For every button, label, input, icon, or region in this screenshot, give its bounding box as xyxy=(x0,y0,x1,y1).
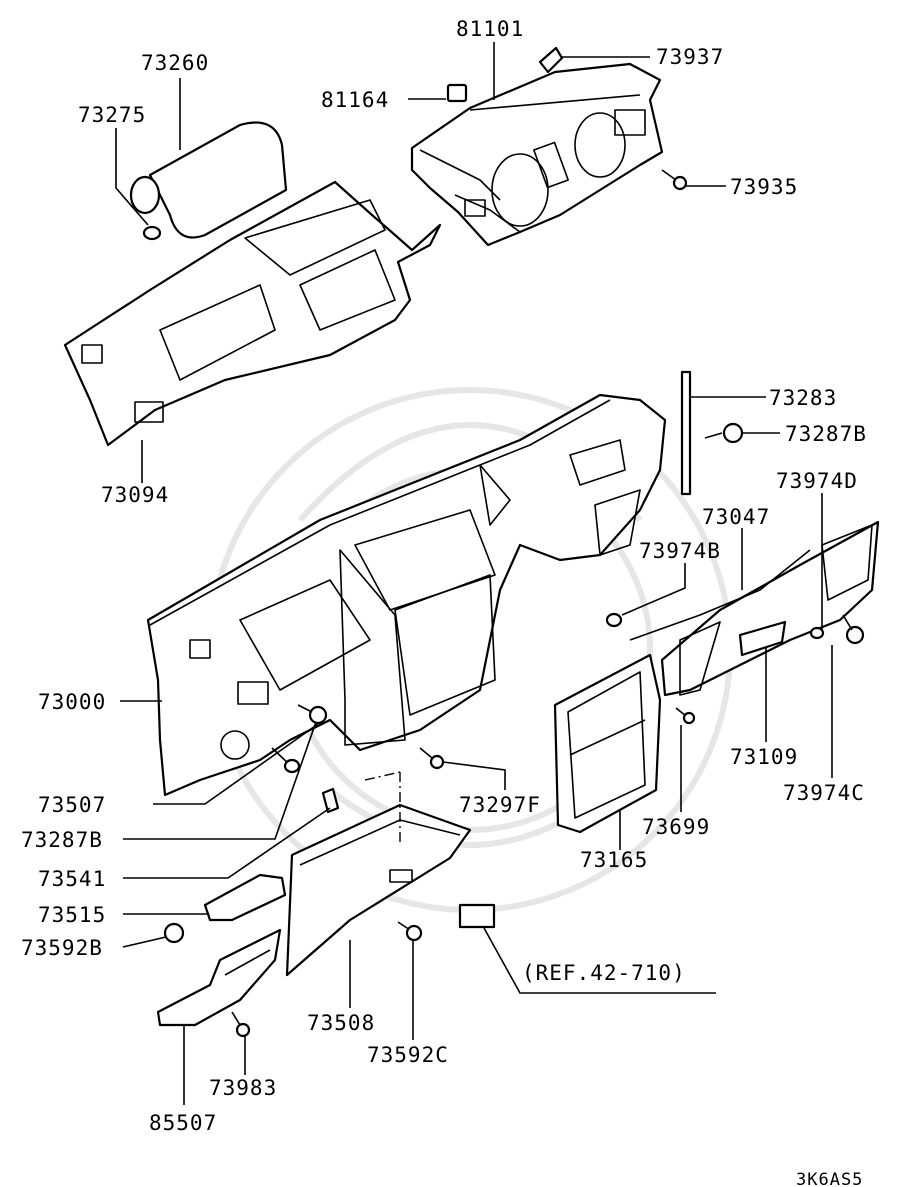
clip-73974D[interactable] xyxy=(809,626,825,640)
clip-73287B-lower[interactable] xyxy=(297,704,328,725)
clip-73937[interactable] xyxy=(538,46,564,74)
diagram-code: 3K6AS5 xyxy=(796,1170,863,1187)
label-73283: 73283 xyxy=(769,386,837,410)
lower-cover-85507[interactable] xyxy=(156,928,282,1027)
center-bezel-73165[interactable] xyxy=(553,653,662,834)
upper-panel-73094[interactable] xyxy=(63,180,442,447)
label-85507: 85507 xyxy=(149,1111,217,1135)
label-73974B: 73974B xyxy=(639,539,721,563)
label-ref-42-710: (REF.42-710) xyxy=(522,961,686,985)
label-73937: 73937 xyxy=(656,45,724,69)
label-73094: 73094 xyxy=(101,483,169,507)
label-73297F: 73297F xyxy=(459,793,541,817)
strip-73283[interactable] xyxy=(680,370,692,496)
label-73592C: 73592C xyxy=(367,1043,449,1067)
label-73508: 73508 xyxy=(307,1011,375,1035)
label-73287B-lower: 73287B xyxy=(21,828,103,852)
latch-73515[interactable] xyxy=(203,873,287,922)
instrument-panel-73000[interactable] xyxy=(146,393,667,797)
lower-panel-73047[interactable] xyxy=(629,520,880,697)
nut-73275[interactable] xyxy=(142,225,162,241)
meter-hood-81101[interactable] xyxy=(410,62,664,247)
leader-lines xyxy=(115,42,833,1105)
label-73592B: 73592B xyxy=(21,936,103,960)
screw-73983[interactable] xyxy=(231,1011,251,1038)
clip-73287B-upper[interactable] xyxy=(704,422,744,444)
label-73983: 73983 xyxy=(209,1076,277,1100)
trim-73109[interactable] xyxy=(738,620,787,657)
bolt-73507[interactable] xyxy=(271,747,301,774)
clip-73974B[interactable] xyxy=(605,612,623,628)
center-line-dash-2 xyxy=(364,771,401,781)
label-73935: 73935 xyxy=(730,175,798,199)
screw-73935[interactable] xyxy=(661,169,688,191)
screw-73699[interactable] xyxy=(675,707,696,725)
label-81101: 81101 xyxy=(456,17,524,41)
glove-box-73508[interactable] xyxy=(285,803,472,977)
callout-labels: 81101 73937 81164 73260 73275 73935 7309… xyxy=(21,17,867,1187)
switch-ref-42-710[interactable] xyxy=(458,903,496,929)
label-73000: 73000 xyxy=(38,690,106,714)
label-73507: 73507 xyxy=(38,793,106,817)
airbag-module-73260[interactable] xyxy=(129,121,288,239)
label-73165: 73165 xyxy=(580,848,648,872)
label-73047: 73047 xyxy=(702,505,770,529)
label-73541: 73541 xyxy=(38,867,106,891)
label-73109: 73109 xyxy=(730,745,798,769)
striker-73541[interactable] xyxy=(321,787,340,814)
bolt-73592C[interactable] xyxy=(397,921,423,942)
nut-73592B[interactable] xyxy=(163,922,185,944)
label-73974D: 73974D xyxy=(776,469,858,493)
label-73515: 73515 xyxy=(38,903,106,927)
label-73699: 73699 xyxy=(642,815,710,839)
label-73260: 73260 xyxy=(141,51,209,75)
clip-73974C[interactable] xyxy=(842,614,865,645)
label-81164: 81164 xyxy=(321,88,389,112)
label-73287B-upper: 73287B xyxy=(785,422,867,446)
screw-73297F[interactable] xyxy=(419,747,445,770)
label-73974C: 73974C xyxy=(783,781,865,805)
clip-81164[interactable] xyxy=(446,83,468,103)
label-73275: 73275 xyxy=(78,103,146,127)
